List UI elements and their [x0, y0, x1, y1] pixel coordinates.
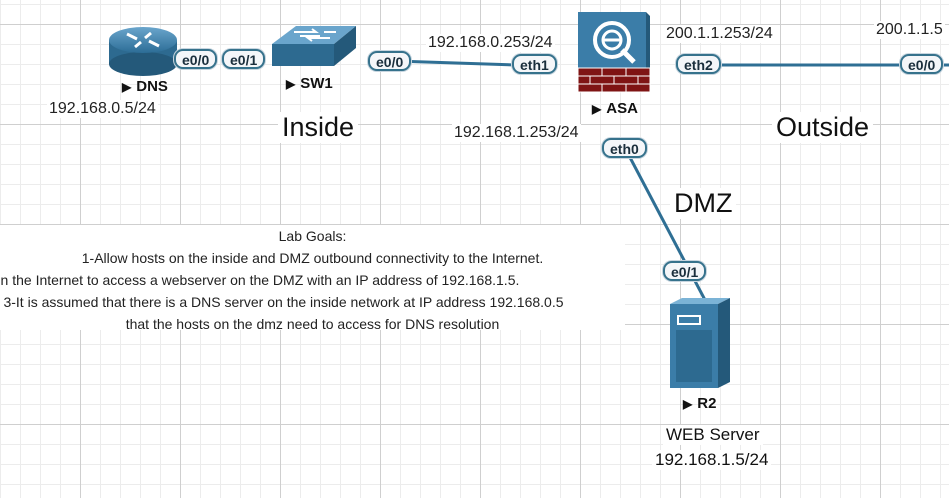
port-outside-e0-0[interactable]: e0/0	[900, 54, 944, 74]
lab-goals-note[interactable]: Lab Goals: 1-Allow hosts on the inside a…	[0, 225, 625, 330]
port-dns-e0-0[interactable]: e0/0	[174, 49, 218, 69]
asa-inside-ip: 192.168.0.253/24	[426, 34, 555, 52]
port-sw1-e0-0[interactable]: e0/0	[368, 51, 412, 71]
switch-icon	[272, 26, 356, 66]
port-r2-e0-1[interactable]: e0/1	[663, 261, 707, 281]
outside-peer-ip: 200.1.1.5	[874, 21, 945, 39]
port-asa-eth2[interactable]: eth2	[676, 54, 721, 74]
port-asa-eth0[interactable]: eth0	[602, 138, 647, 158]
asa-node[interactable]	[576, 10, 651, 94]
r2-ip: 192.168.1.5/24	[652, 450, 772, 470]
router-icon	[109, 27, 177, 76]
zone-outside: Outside	[772, 112, 874, 143]
server-icon	[670, 298, 730, 388]
goals-title: Lab Goals:	[278, 228, 347, 244]
r2-label[interactable]: ▶R2	[683, 395, 717, 412]
goal-3-cont: that the hosts on the dmz need to access…	[125, 316, 500, 330]
port-asa-eth1[interactable]: eth1	[512, 54, 557, 74]
sw1-node[interactable]	[268, 22, 360, 70]
play-icon[interactable]: ▶	[286, 77, 296, 91]
dns-ip: 192.168.0.5/24	[47, 100, 158, 118]
sw1-label[interactable]: ▶SW1	[286, 75, 333, 92]
dns-label[interactable]: ▶DNS	[122, 78, 168, 95]
asa-outside-ip: 200.1.1.253/24	[664, 25, 775, 43]
play-icon[interactable]: ▶	[122, 80, 132, 94]
play-icon[interactable]: ▶	[592, 102, 602, 116]
firewall-icon	[577, 12, 651, 93]
asa-dmz-ip: 192.168.1.253/24	[452, 124, 581, 142]
r2-node[interactable]	[668, 298, 734, 390]
asa-label[interactable]: ▶ASA	[592, 100, 638, 117]
port-sw1-e0-1[interactable]: e0/1	[222, 49, 266, 69]
r2-role: WEB Server	[663, 425, 763, 445]
play-icon[interactable]: ▶	[683, 397, 693, 411]
goal-3: 3-It is assumed that there is a DNS serv…	[3, 294, 564, 310]
goal-2: 2-Allow hosts on the Internet to access …	[0, 272, 520, 288]
goal-1: 1-Allow hosts on the inside and DMZ outb…	[81, 250, 544, 266]
zone-inside: Inside	[278, 112, 359, 143]
zone-dmz: DMZ	[670, 188, 737, 219]
dns-node[interactable]	[105, 20, 183, 78]
